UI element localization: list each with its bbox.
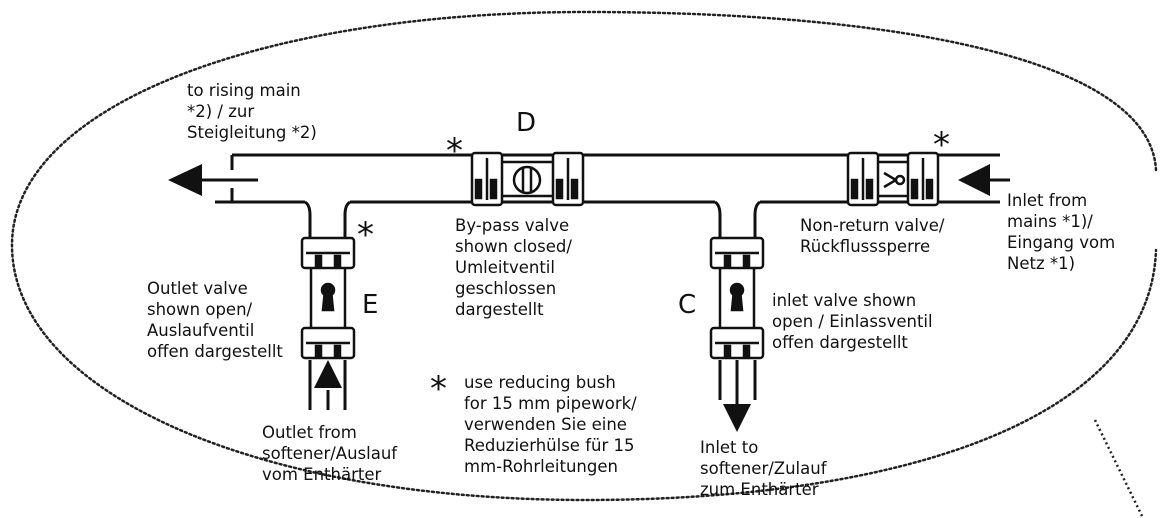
- label-inlet-from-mains: Inlet from mains *1)/ Eingang vom Netz *…: [1007, 191, 1116, 273]
- label-bypass-valve: By-pass valve shown closed/ Umleitventil…: [455, 216, 572, 319]
- bypass-valve: [470, 151, 585, 207]
- label-inlet-to-softener: Inlet to softener/Zulauf zum Enthärter: [700, 438, 827, 499]
- callout-tail: [1093, 419, 1145, 518]
- outlet-valve: [300, 236, 356, 360]
- callout-ellipse: [10, 10, 1158, 502]
- outlet-from-softener-arrow: [314, 360, 342, 410]
- letter-d: D: [516, 108, 537, 138]
- label-outlet-from-softener: Outlet from softener/Auslauf vom Enthärt…: [262, 423, 398, 484]
- outlet-arrow-left: [168, 164, 258, 196]
- label-non-return-valve: Non-return valve/ Rückflusssperre: [800, 216, 945, 256]
- letter-e: E: [362, 290, 379, 320]
- asterisk-nonreturn: *: [933, 125, 950, 165]
- inlet-arrow-right: [958, 164, 1010, 196]
- letter-c: C: [678, 290, 697, 320]
- asterisk-bypass: *: [446, 131, 463, 171]
- label-inlet-valve: inlet valve shown open / Einlassventil o…: [772, 291, 933, 352]
- inlet-valve: [709, 236, 765, 360]
- label-rising-main: to rising main *2) / zur Steigleitung *2…: [187, 81, 317, 142]
- asterisk-outlet-valve: *: [357, 215, 374, 255]
- label-reducing-bush-note: use reducing bush for 15 mm pipework/ ve…: [464, 373, 637, 476]
- non-return-valve: [846, 151, 940, 207]
- asterisk-note: *: [430, 369, 447, 409]
- label-outlet-valve: Outlet valve shown open/ Auslaufventil o…: [147, 279, 283, 361]
- inlet-to-softener-arrow: [723, 360, 751, 432]
